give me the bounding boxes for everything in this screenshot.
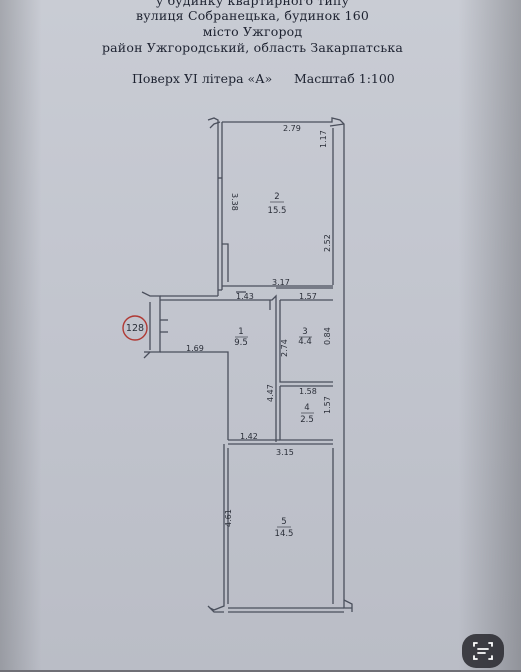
header-line-1: у будинку квартирного типу (155, 0, 350, 8)
dim-top-right-short: 1.17 (319, 130, 328, 148)
dim-room4-right: 1.57 (323, 396, 332, 414)
svg-text:2.5: 2.5 (300, 415, 314, 425)
svg-text:1: 1 (238, 327, 243, 337)
dim-hall-top: 1.43 (236, 292, 254, 301)
dim-top-width: 2.79 (283, 124, 301, 133)
header-line-2: вулиця Собранецька, будинок 160 (135, 8, 370, 23)
dim-left-lower: 1.69 (186, 344, 204, 353)
dim-room5-top: 3.15 (276, 448, 294, 457)
header-line-3: місто Ужгород (202, 24, 303, 39)
room-label-4: 4 2.5 (300, 403, 314, 425)
dim-hall-bottom: 1.42 (240, 432, 258, 441)
svg-text:4: 4 (304, 403, 309, 413)
dim-room3-top: 1.57 (299, 292, 317, 301)
scan-text-icon-glyph (473, 642, 493, 660)
room-label-3: 3 4.4 (298, 327, 312, 347)
dim-room3-right: 0.84 (323, 327, 332, 345)
dim-room4-top: 1.58 (299, 387, 317, 396)
room-label-5: 5 14.5 (275, 517, 294, 539)
svg-text:3: 3 (302, 327, 307, 337)
dim-room3-left: 2.74 (280, 339, 289, 357)
svg-text:15.5: 15.5 (268, 206, 287, 216)
scale-label: Масштаб 1:100 (294, 71, 395, 86)
room-label-1: 1 9.5 (234, 327, 248, 348)
dim-room5-left: 4.61 (224, 509, 233, 527)
svg-text:2: 2 (274, 192, 279, 202)
floor-label: Поверх УІ літера «А» (132, 71, 273, 86)
header-line-4: район Ужгородський, область Закарпатська (101, 40, 404, 55)
dim-hall-side: 4.47 (266, 384, 275, 402)
svg-text:128: 128 (126, 323, 144, 334)
room-label-2: 2 15.5 (268, 192, 287, 216)
svg-text:5: 5 (281, 517, 286, 527)
plan-walls (141, 117, 353, 613)
dim-right-upper: 2.52 (323, 234, 332, 252)
svg-text:9.5: 9.5 (234, 338, 248, 348)
scan-text-icon[interactable] (462, 634, 504, 668)
svg-text:4.4: 4.4 (298, 337, 312, 347)
svg-text:14.5: 14.5 (275, 529, 294, 539)
apartment-number-stamp: 128 (122, 315, 148, 341)
dim-left-upper: 3.38 (230, 193, 239, 211)
dim-mid-width: 3.17 (272, 278, 290, 287)
